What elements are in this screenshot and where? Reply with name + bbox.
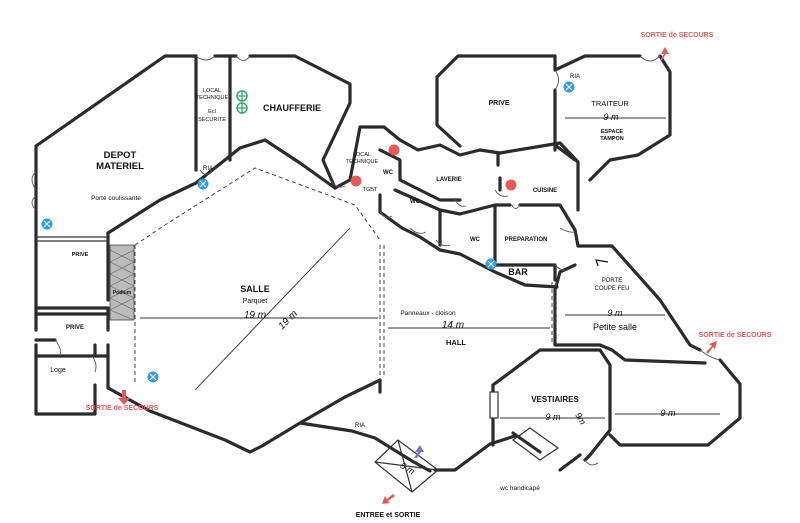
ria-marker-icon [41, 218, 53, 230]
bar-label: BAR [508, 267, 528, 277]
wall-salle-bottom [106, 378, 382, 454]
wc-handicape-box [511, 427, 560, 461]
ria-marker-icon [197, 178, 209, 190]
room-depot-materiel: DEPOT MATERIEL [96, 150, 144, 172]
wall-local-technique [194, 54, 352, 190]
exit-label-top: SORTIE de SECOURS [641, 32, 714, 39]
salle-dimension: 19 m [244, 310, 266, 321]
wall-traiteur-hex [553, 54, 672, 182]
wall-petite-salle [553, 228, 702, 352]
panneaux-cloison-line [379, 245, 385, 378]
red-dot-icon [388, 144, 400, 156]
ria-top-right-label: RIA [570, 74, 580, 80]
prive-top-label: PRIVE [488, 100, 509, 107]
local-technique-top-line2: TECHNIQUE [196, 95, 229, 101]
podium-area [109, 244, 135, 321]
ria-marker-icon [147, 371, 159, 383]
wall-entrance-corridor [298, 378, 517, 473]
salle-diagonal-dimension: 19 m [276, 308, 300, 332]
cuisine-label: CUISINE [533, 188, 557, 194]
prive-low-label: PRIVE [66, 325, 84, 331]
exit-arrow-icon [382, 494, 395, 504]
panneaux-cloison-label: Panneaux - cloison [400, 310, 456, 317]
fire-door-arrow-icon [595, 259, 609, 267]
laverie-label: LAVERIE [436, 177, 462, 183]
exit-arrow-icon [706, 341, 717, 354]
podium-hatch [109, 249, 135, 321]
dim-line-salle-diag [194, 227, 351, 391]
petite-salle-dimension: 9 m [607, 308, 623, 318]
wc-b-label: WC [410, 199, 421, 205]
coat-rack [489, 391, 499, 419]
exit-label-right: SORTIE de SECOURS [699, 332, 772, 339]
ria-bottom-label: RIA [355, 423, 365, 429]
hall-petite-salle-line [551, 282, 557, 345]
salle-dashed-top [134, 167, 381, 246]
wall-depot-salle [106, 138, 337, 302]
porte-coulissante-label: Porte coulissante [91, 195, 141, 202]
chaufferie-label: CHAUFFERIE [263, 103, 321, 113]
petite-salle-label: Petite salle [593, 322, 637, 332]
ria-marker-icon [563, 81, 575, 93]
vestiaires-dimension: 9 m [545, 412, 561, 422]
wall-prive-hex [435, 54, 557, 152]
red-dot-icon [505, 179, 517, 191]
salle-label-line1: SALLE [240, 284, 270, 294]
hall-label: HALL [446, 338, 466, 347]
local-technique-top-line1: LOCAL [203, 88, 221, 94]
vestiaires-label: VESTIAIRES [531, 395, 579, 404]
door-swings [31, 55, 721, 466]
wall-prive-low [34, 312, 110, 342]
exit-arrow-icon [660, 47, 669, 60]
entrance-label: ENTREE et SORTIE [356, 512, 421, 519]
loge-label: Loge [50, 367, 66, 374]
wall-wc-preparation [438, 151, 577, 267]
wc-handicape-label: wc handicapé [499, 485, 540, 492]
preparation-label: PREPARATION [505, 237, 548, 243]
ecl-label-line1: Ecl [208, 109, 216, 115]
entrance-arrow-icon [414, 445, 424, 458]
ria-marker-icon [485, 258, 497, 270]
espace-tampon-line2: TAMPON [600, 136, 623, 142]
wall-service-block [333, 125, 580, 212]
podium-label: Podium [113, 290, 132, 296]
wc-a-label: WC [383, 170, 394, 176]
traiteur-dimension: 9 m [603, 112, 619, 122]
porte-coupe-feu-line1: PORTE [602, 278, 623, 284]
depot-partition [36, 236, 108, 242]
entrance-box [374, 439, 439, 493]
exit-arrow-icon [118, 390, 130, 405]
depot-label-line1: DEPOT [104, 150, 137, 161]
wc-c-label: WC [470, 237, 481, 243]
green-valve-icon [236, 90, 248, 102]
tgbt-label: TGBT [363, 187, 378, 193]
porte-coupe-feu-line2: COUPE FEU [594, 286, 629, 292]
wall-depot-bottom [34, 306, 110, 390]
red-dot-icon [350, 175, 362, 187]
traiteur-label: TRAITEUR [591, 99, 629, 108]
outer-wall-left [34, 54, 238, 416]
hall-dimension: 14 m [442, 320, 464, 331]
exit-label-left: SORTIE de SECOURS [86, 405, 159, 412]
salle-label-line2: Parquet [243, 298, 268, 305]
vestiaires-diagonal-dimension: 9m [573, 411, 588, 427]
local-technique-mid-line1: LOCAL [353, 152, 371, 158]
espace-tampon-line1: ESPACE [601, 129, 624, 135]
green-valve-icon [236, 102, 248, 114]
local-technique-mid-line2: TECHNIQUE [346, 159, 379, 165]
ecl-label-line2: SECURITE [198, 117, 226, 123]
wall-loge [34, 343, 110, 358]
ria-left-label: RIA [203, 166, 213, 172]
right-room-dimension: 9 m [660, 408, 676, 418]
wall-right-room [608, 348, 742, 447]
prive-mid-label: PRIVE [72, 252, 89, 258]
depot-label-line2: MATERIEL [96, 161, 144, 172]
